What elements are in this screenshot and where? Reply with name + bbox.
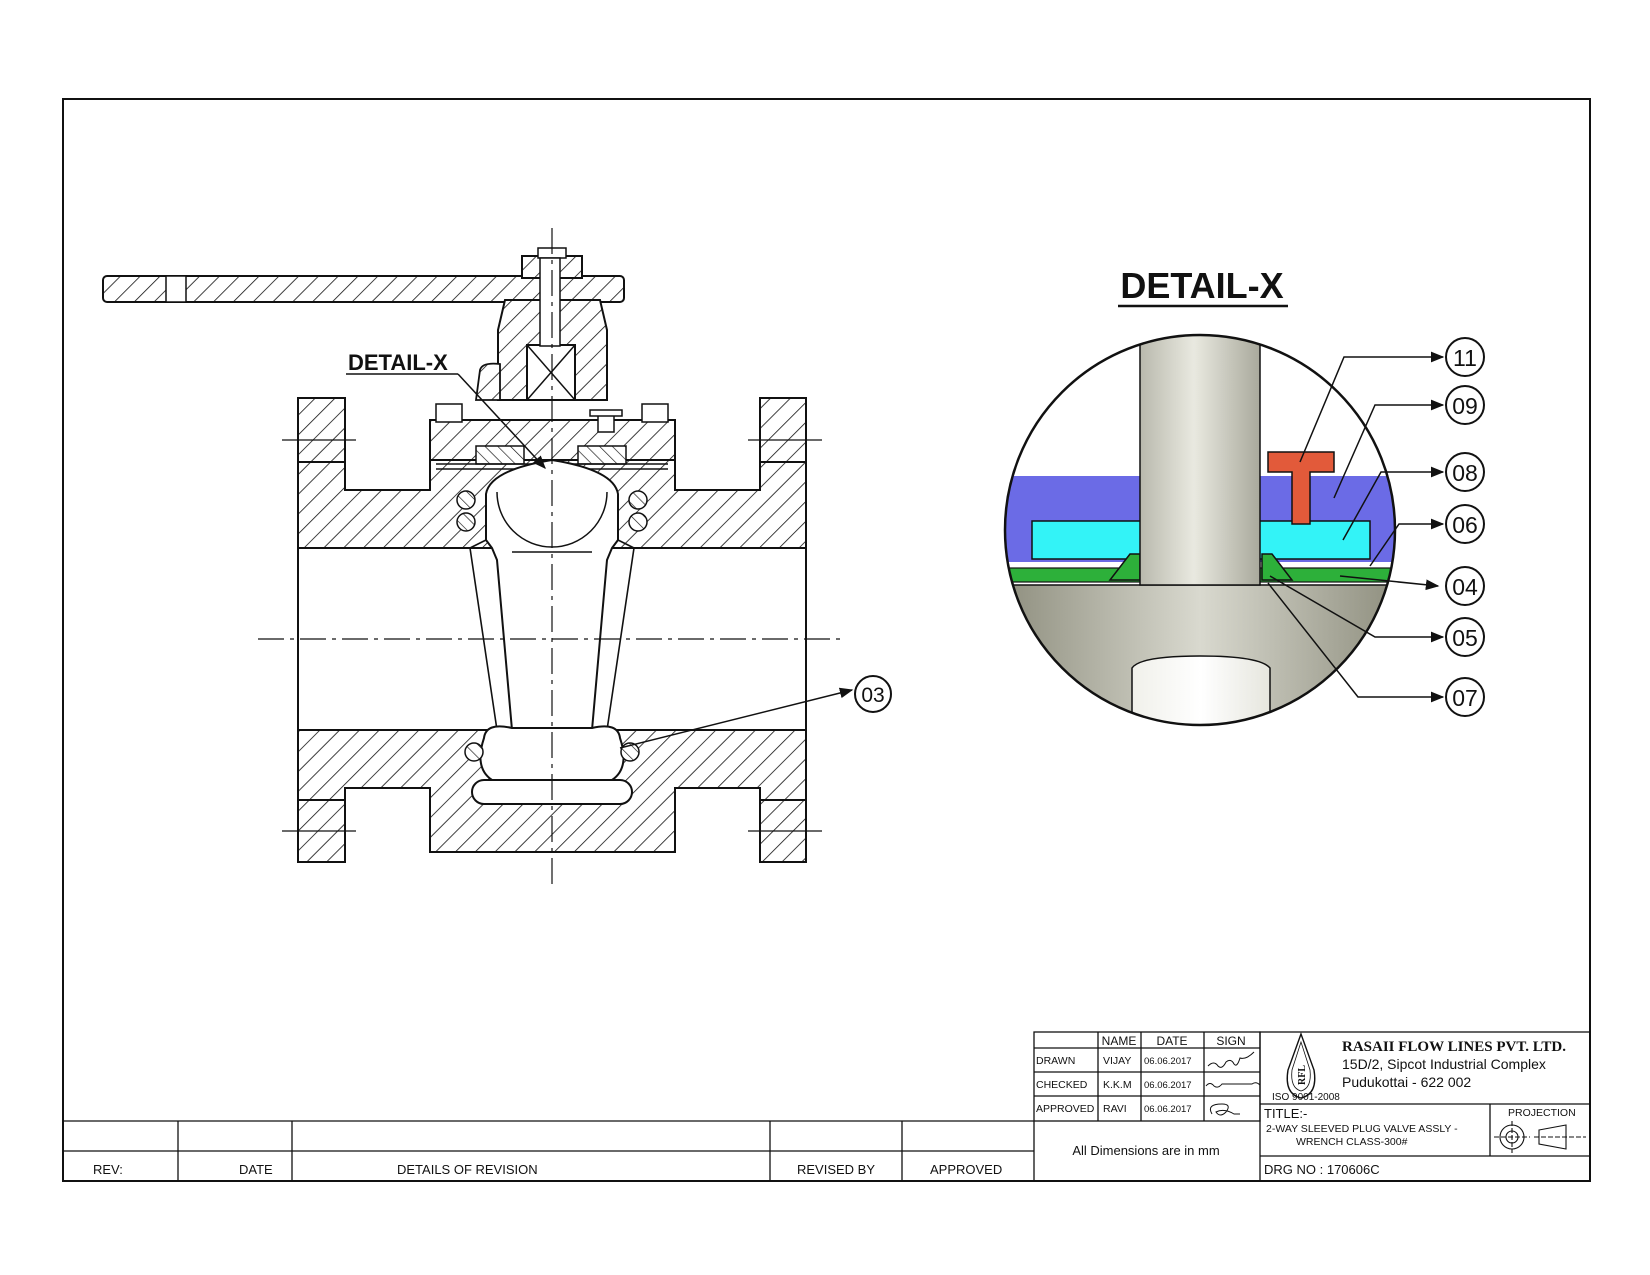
svg-text:05: 05 xyxy=(1452,625,1478,651)
balloon-11: 11 xyxy=(1445,337,1485,377)
wrench-handle xyxy=(102,275,625,303)
date-header: DATE xyxy=(239,1162,273,1177)
title-label: TITLE:- xyxy=(1264,1106,1307,1121)
company-name: RASAII FLOW LINES PVT. LTD. xyxy=(1342,1039,1566,1055)
rev-header: REV: xyxy=(93,1162,123,1177)
balloon-08: 08 xyxy=(1445,452,1485,492)
balloon-06: 06 xyxy=(1445,504,1485,544)
detail-x-callout: DETAIL-X xyxy=(348,350,448,375)
signoff-role-checked: CHECKED xyxy=(1036,1079,1088,1091)
signature-drawn xyxy=(1207,1051,1255,1068)
balloon-03: 03 xyxy=(854,675,892,713)
projection-symbol xyxy=(1494,1121,1586,1153)
signoff-role-approved: APPROVED xyxy=(1036,1103,1095,1115)
drawing-number: DRG NO : 170606C xyxy=(1264,1162,1380,1177)
t-bolt xyxy=(1267,451,1335,525)
signoff-date-checked: 06.06.2017 xyxy=(1144,1080,1192,1091)
signature-approved xyxy=(1209,1103,1240,1116)
plug xyxy=(485,458,619,731)
company-address-1: 15D/2, Sipcot Industrial Complex xyxy=(1342,1056,1546,1072)
signoff-name-checked: K.K.M xyxy=(1103,1079,1132,1091)
sign-header: SIGN xyxy=(1216,1034,1245,1048)
dimensions-note: All Dimensions are in mm xyxy=(1072,1143,1219,1158)
detail-x-title: DETAIL-X xyxy=(1120,265,1283,306)
stem xyxy=(1139,335,1261,586)
svg-text:09: 09 xyxy=(1452,393,1478,419)
sheet-border xyxy=(62,98,1591,1182)
balloon-04: 04 xyxy=(1445,566,1485,606)
plug-port xyxy=(1131,655,1271,725)
balloon-05: 05 xyxy=(1445,617,1485,657)
svg-text:07: 07 xyxy=(1452,685,1478,711)
revised-by-header: REVISED BY xyxy=(797,1162,875,1177)
signoff-date-drawn: 06.06.2017 xyxy=(1144,1056,1192,1067)
seat-left xyxy=(1031,520,1145,560)
svg-text:04: 04 xyxy=(1452,574,1478,600)
date-col-header: DATE xyxy=(1156,1034,1187,1048)
approved-header: APPROVED xyxy=(930,1162,1002,1177)
details-of-revision-header: DETAILS OF REVISION xyxy=(397,1162,538,1177)
name-header: NAME xyxy=(1102,1034,1137,1048)
signoff-name-drawn: VIJAY xyxy=(1103,1055,1131,1067)
svg-text:03: 03 xyxy=(861,684,884,707)
signoff-role-drawn: DRAWN xyxy=(1036,1055,1075,1067)
seat-right xyxy=(1257,520,1371,560)
signoff-date-approved: 06.06.2017 xyxy=(1144,1104,1192,1115)
detail-x-view: DETAIL-X xyxy=(1003,265,1485,727)
title-line-1: 2-WAY SLEEVED PLUG VALVE ASSLY - xyxy=(1266,1123,1458,1135)
title-line-2: WRENCH CLASS-300# xyxy=(1296,1136,1408,1148)
title-block xyxy=(1259,1031,1591,1182)
projection-label: PROJECTION xyxy=(1508,1107,1576,1119)
balloon-07: 07 xyxy=(1445,677,1485,717)
company-logo: RFL xyxy=(1286,1031,1316,1099)
svg-text:08: 08 xyxy=(1452,460,1478,486)
svg-text:11: 11 xyxy=(1453,345,1477,371)
svg-text:06: 06 xyxy=(1452,512,1478,538)
signature-checked xyxy=(1205,1082,1261,1088)
company-address-2: Pudukottai - 622 002 xyxy=(1342,1074,1471,1090)
logo-text: RFL xyxy=(1297,1065,1308,1085)
valve-section-view: DETAIL-X 03 xyxy=(102,228,892,888)
revision-table xyxy=(63,1120,1034,1181)
balloon-09: 09 xyxy=(1445,385,1485,425)
signoff-name-approved: RAVI xyxy=(1103,1103,1127,1115)
iso-certification: ISO 9001-2008 xyxy=(1272,1092,1340,1103)
